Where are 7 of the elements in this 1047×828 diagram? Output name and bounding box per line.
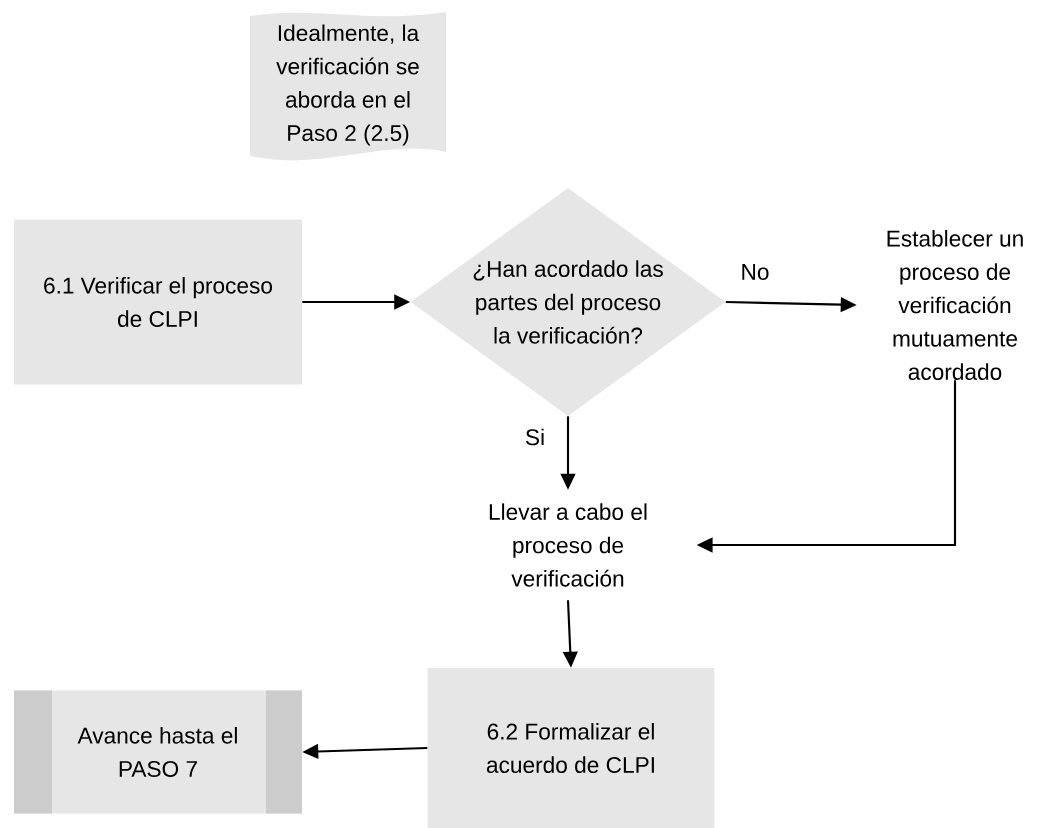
step-text: Establecer un proceso de verificación mutuamente acordado: [887, 230, 1023, 380]
predefined-process-box: Avance hasta el PASO 7: [14, 690, 302, 814]
step-text: Llevar a cabo el proceso de verificación: [489, 503, 647, 587]
process-box: 6.1 Verificar el proceso de CLPI: [14, 219, 302, 385]
edge-label: Si: [523, 427, 547, 447]
process-box: 6.2 Formalizar el acuerdo de CLPI: [427, 668, 715, 828]
edge-label: No: [739, 262, 771, 282]
